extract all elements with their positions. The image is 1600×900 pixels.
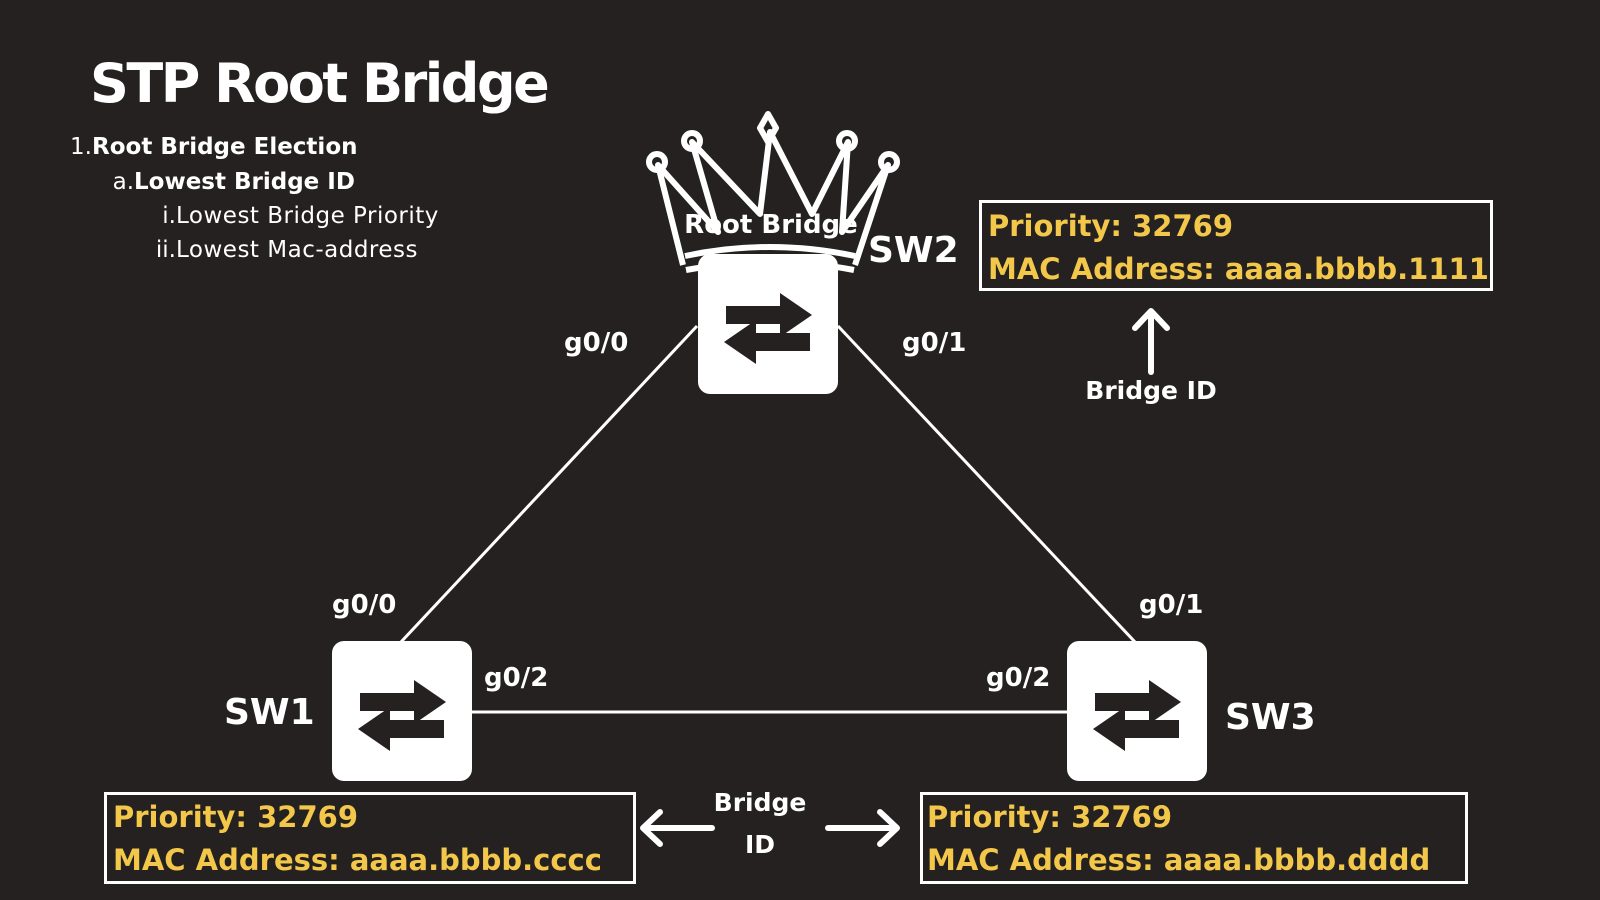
- outline-text: Root Bridge Election: [92, 134, 358, 160]
- arrow-right-icon: [825, 809, 900, 847]
- sw1-info-box: Priority: 32769 MAC Address: aaaa.bbbb.c…: [104, 792, 636, 884]
- sw1-name: SW1: [224, 692, 315, 733]
- switch-sw2-icon: [698, 254, 838, 394]
- bridge-id-label-top: Bridge ID: [1085, 376, 1217, 405]
- sw1-priority: Priority: 32769: [113, 800, 359, 834]
- link-sw2-sw3: [836, 324, 1137, 644]
- bridge-id-label-bottom-line2: ID: [744, 830, 776, 859]
- page-title: STP Root Bridge: [90, 52, 550, 115]
- sw3-name: SW3: [1225, 697, 1316, 738]
- link-sw2-sw1: [399, 324, 699, 644]
- port-sw2-left: g0/0: [564, 328, 629, 358]
- sw3-priority: Priority: 32769: [927, 800, 1173, 834]
- outline-marker: a.: [112, 169, 134, 195]
- switch-sw3-icon: [1067, 641, 1207, 781]
- sw1-mac: MAC Address: aaaa.bbbb.cccc: [113, 843, 602, 877]
- sw2-priority: Priority: 32769: [988, 209, 1234, 243]
- port-sw3-left: g0/2: [986, 663, 1051, 693]
- outline-item-i: i.Lowest Bridge Priority: [150, 203, 439, 229]
- outline-text: Lowest Mac-address: [176, 237, 418, 263]
- outline-text: Lowest Bridge Priority: [176, 203, 439, 229]
- port-sw1-top: g0/0: [332, 590, 397, 620]
- crown-label: Root Bridge: [684, 210, 858, 240]
- outline-item-ii: ii.Lowest Mac-address: [150, 237, 418, 263]
- arrow-left-icon: [640, 809, 715, 847]
- port-sw3-top: g0/1: [1139, 590, 1204, 620]
- outline-marker: ii.: [155, 237, 176, 263]
- sw3-mac: MAC Address: aaaa.bbbb.dddd: [927, 843, 1431, 877]
- outline-text: Lowest Bridge ID: [134, 169, 355, 195]
- outline-marker: i.: [162, 203, 176, 229]
- port-sw1-right: g0/2: [484, 663, 549, 693]
- sw2-name: SW2: [868, 230, 959, 271]
- sw3-info-box: Priority: 32769 MAC Address: aaaa.bbbb.d…: [920, 792, 1468, 884]
- outline-item-1: 1.Root Bridge Election: [70, 134, 358, 160]
- switch-sw1-icon: [332, 641, 472, 781]
- outline-marker: 1.: [70, 134, 92, 160]
- sw2-mac: MAC Address: aaaa.bbbb.1111: [988, 252, 1489, 286]
- port-sw2-right: g0/1: [902, 328, 967, 358]
- sw2-info-box: Priority: 32769 MAC Address: aaaa.bbbb.1…: [979, 200, 1493, 291]
- crown-icon: [646, 111, 900, 273]
- bridge-id-label-bottom-line1: Bridge: [713, 788, 807, 817]
- arrow-up-icon: [1132, 308, 1170, 375]
- outline-item-a: a.Lowest Bridge ID: [108, 169, 355, 195]
